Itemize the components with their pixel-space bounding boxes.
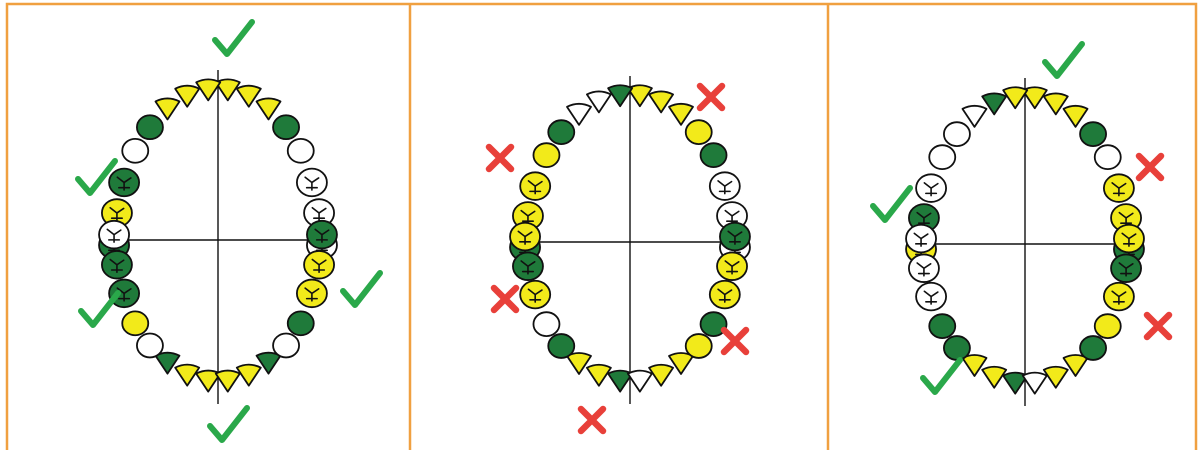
tooth <box>548 120 574 144</box>
tooth <box>513 252 543 280</box>
tooth <box>1080 336 1106 360</box>
check-mark-icon <box>81 293 118 325</box>
check-mark-icon <box>1045 44 1082 76</box>
tooth <box>102 251 132 279</box>
tooth <box>533 143 559 167</box>
check-mark-icon <box>215 22 252 54</box>
check-mark-icon <box>873 188 910 220</box>
tooth <box>137 115 163 139</box>
tooth <box>273 334 299 358</box>
tooth <box>944 336 970 360</box>
tooth <box>237 365 261 386</box>
cross-mark-icon <box>700 86 722 108</box>
tooth <box>155 353 179 374</box>
tooth <box>1023 373 1047 394</box>
tooth <box>962 355 986 376</box>
tooth <box>962 106 986 127</box>
tooth <box>906 225 936 253</box>
tooth <box>1095 314 1121 338</box>
dental-chart-panel <box>78 22 380 440</box>
tooth <box>1064 106 1088 127</box>
tooth <box>916 283 946 311</box>
tooth <box>1111 254 1141 282</box>
tooth <box>720 223 750 251</box>
tooth <box>257 98 281 119</box>
tooth <box>137 334 163 358</box>
tooth <box>608 85 632 106</box>
tooth <box>1044 367 1068 388</box>
tooth <box>257 353 281 374</box>
tooth <box>273 115 299 139</box>
tooth <box>122 139 148 163</box>
tooth <box>710 172 740 200</box>
tooth <box>99 221 129 249</box>
cross-mark-icon <box>1147 315 1169 337</box>
dental-chart-panel <box>489 76 750 431</box>
tooth <box>1003 87 1027 108</box>
tooth <box>710 281 740 309</box>
tooth <box>297 280 327 308</box>
tooth <box>1104 283 1134 311</box>
tooth <box>701 143 727 167</box>
tooth <box>916 174 946 202</box>
tooth <box>122 311 148 335</box>
tooth <box>686 334 712 358</box>
tooth <box>1114 225 1144 253</box>
tooth <box>1064 355 1088 376</box>
tooth <box>587 365 611 386</box>
tooth <box>982 367 1006 388</box>
tooth <box>669 104 693 125</box>
tooth <box>929 145 955 169</box>
tooth <box>567 353 591 374</box>
dental-chart-panel <box>873 44 1169 406</box>
tooth <box>628 371 652 392</box>
tooth <box>686 120 712 144</box>
tooth <box>1095 145 1121 169</box>
cross-mark-icon <box>489 147 511 169</box>
cross-mark-icon <box>581 409 603 431</box>
cross-mark-icon <box>724 330 746 352</box>
tooth <box>520 281 550 309</box>
tooth <box>510 223 540 251</box>
tooth <box>175 365 199 386</box>
tooth <box>533 312 559 336</box>
tooth <box>196 79 220 100</box>
check-mark-icon <box>210 408 247 440</box>
tooth <box>288 139 314 163</box>
tooth <box>717 252 747 280</box>
cross-mark-icon <box>494 288 516 310</box>
tooth <box>1080 122 1106 146</box>
tooth <box>216 371 240 392</box>
tooth <box>155 98 179 119</box>
tooth <box>109 169 139 197</box>
tooth <box>649 365 673 386</box>
tooth <box>307 221 337 249</box>
tooth <box>548 334 574 358</box>
tooth <box>1104 174 1134 202</box>
tooth <box>304 251 334 279</box>
check-mark-icon <box>923 360 960 392</box>
tooth <box>297 169 327 197</box>
tooth <box>669 353 693 374</box>
tooth <box>567 104 591 125</box>
tooth <box>288 311 314 335</box>
tooth <box>944 122 970 146</box>
check-mark-icon <box>343 273 380 305</box>
cross-mark-icon <box>1139 156 1161 178</box>
tooth <box>909 254 939 282</box>
tooth <box>649 91 673 112</box>
tooth <box>929 314 955 338</box>
tooth <box>520 172 550 200</box>
tooth <box>587 91 611 112</box>
panels <box>78 22 1169 440</box>
